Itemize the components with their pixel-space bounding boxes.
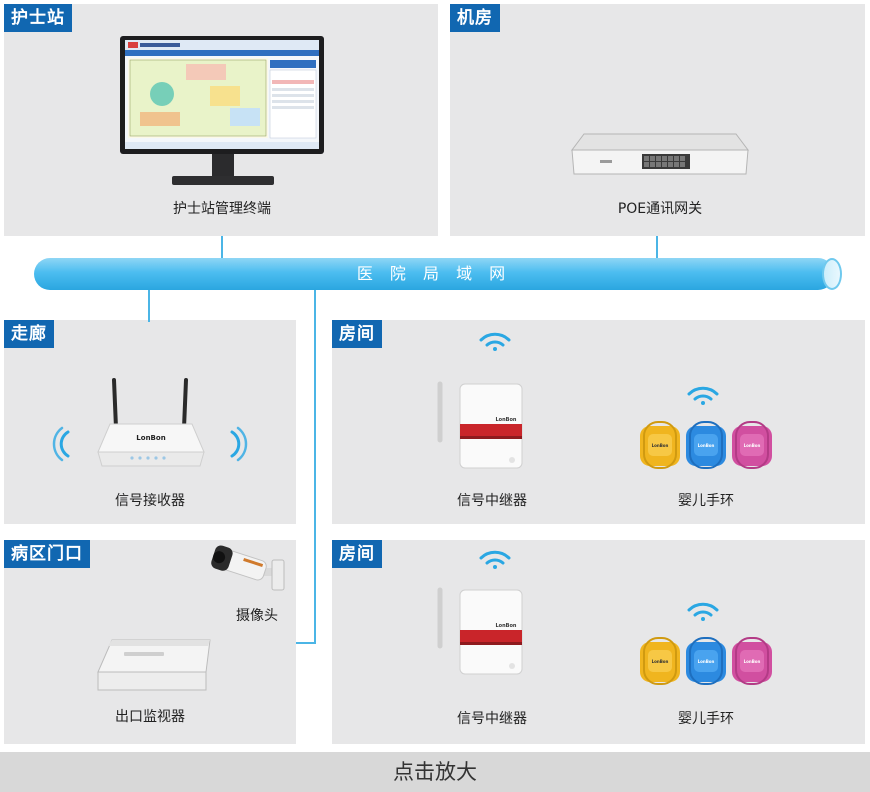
room-1-repeater-brand: LonBon bbox=[496, 417, 517, 423]
nurse-station-terminal-label: 护士站管理终端 bbox=[173, 201, 271, 217]
wifi-left-icon bbox=[52, 426, 70, 462]
room-1-bracelet-wifi-icon bbox=[687, 386, 719, 405]
wifi-right-icon bbox=[230, 426, 248, 462]
corridor-link bbox=[148, 288, 150, 322]
room-1-repeater-icon: LonBon bbox=[437, 381, 523, 469]
room-2-bracelet-wifi-icon bbox=[687, 602, 719, 621]
hospital-lan-bus-end bbox=[822, 258, 842, 290]
room-2-panel bbox=[332, 540, 865, 744]
click-to-zoom-button[interactable]: 点击放大 bbox=[393, 760, 477, 784]
entrance-link bbox=[314, 288, 316, 644]
room-1-title: 房间 bbox=[332, 320, 382, 348]
machine-room-title: 机房 bbox=[450, 4, 500, 32]
machine-room-panel bbox=[450, 4, 865, 236]
room-2-repeater-brand: LonBon bbox=[496, 623, 517, 629]
poe-gateway-label: POE通讯网关 bbox=[617, 201, 703, 217]
room-2-repeater-icon: LonBon bbox=[437, 587, 523, 675]
room-2-repeater-label: 信号中继器 bbox=[457, 711, 527, 727]
room-2-repeater-wifi-icon bbox=[479, 550, 511, 569]
room-1-panel bbox=[332, 320, 865, 524]
room-2-bracelets-icon: LonBon LonBon LonBon bbox=[640, 637, 772, 685]
room-2-bracelet-label: 婴儿手环 bbox=[678, 711, 734, 727]
camera-label: 摄像头 bbox=[236, 608, 278, 624]
room-1-blue-bracelet-brand: LonBon bbox=[698, 443, 715, 448]
exit-monitor-label: 出口监视器 bbox=[115, 709, 185, 725]
corridor-title: 走廊 bbox=[4, 320, 54, 348]
room-2-blue-bracelet-brand: LonBon bbox=[698, 659, 715, 664]
exit-monitor-icon bbox=[97, 639, 211, 691]
room-1-yellow-bracelet-brand: LonBon bbox=[652, 443, 669, 448]
room-1-repeater-label: 信号中继器 bbox=[457, 493, 527, 509]
room-2-title: 房间 bbox=[332, 540, 382, 568]
entrance-link-horizontal bbox=[296, 642, 316, 644]
ward-entrance-title: 病区门口 bbox=[4, 540, 90, 568]
router-brand: LonBon bbox=[136, 434, 165, 442]
router-icon: LonBon bbox=[97, 378, 205, 467]
room-1-bracelets-icon: LonBon LonBon LonBon bbox=[640, 421, 772, 469]
hospital-lan-label: 医 院 局 域 网 bbox=[356, 264, 512, 283]
room-1-pink-bracelet-brand: LonBon bbox=[744, 443, 761, 448]
room-1-bracelet-label: 婴儿手环 bbox=[678, 493, 734, 509]
room-1-repeater-wifi-icon bbox=[479, 332, 511, 351]
hospital-lan-bus bbox=[34, 258, 834, 290]
nurse-station-title: 护士站 bbox=[4, 4, 72, 32]
corridor-panel bbox=[4, 320, 296, 524]
room-2-pink-bracelet-brand: LonBon bbox=[744, 659, 761, 664]
machine-room-link bbox=[656, 236, 658, 260]
signal-receiver-label: 信号接收器 bbox=[115, 493, 185, 509]
monitor-icon bbox=[120, 36, 324, 185]
nurse-station-link bbox=[221, 236, 223, 260]
camera-icon bbox=[211, 545, 285, 591]
zoom-bar[interactable] bbox=[0, 752, 870, 792]
poe-switch-icon bbox=[571, 133, 749, 175]
room-2-yellow-bracelet-brand: LonBon bbox=[652, 659, 669, 664]
